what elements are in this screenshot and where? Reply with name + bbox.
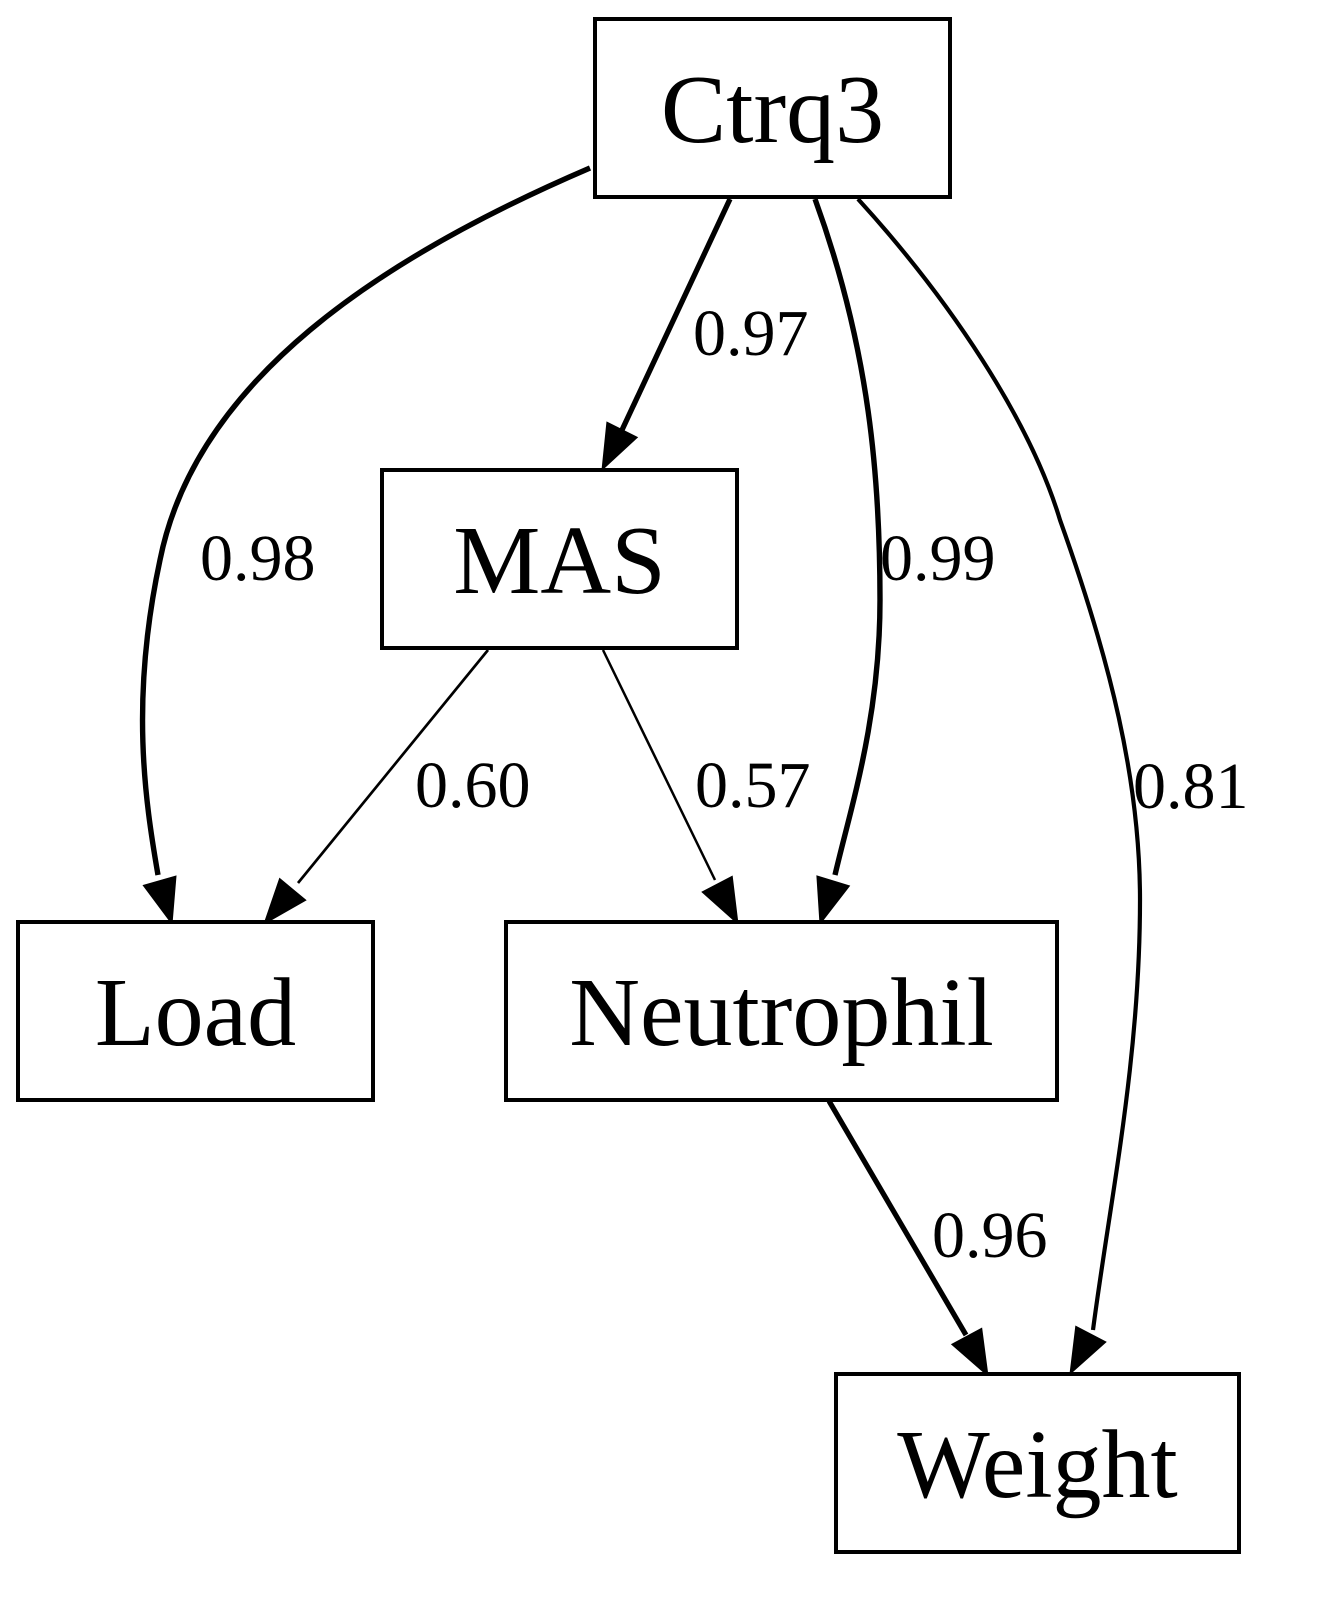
node-box bbox=[380, 468, 739, 650]
arrowhead-icon bbox=[601, 421, 639, 472]
node-neutrophil: Neutrophil bbox=[504, 920, 1059, 1102]
node-box bbox=[834, 1372, 1241, 1554]
edge-neutrophil-weight bbox=[826, 1099, 989, 1378]
edge-labels-layer: 0.97 0.98 0.99 0.81 0.60 0.57 0.96 bbox=[200, 297, 1249, 1272]
node-mas: MAS bbox=[380, 468, 739, 650]
edges-layer bbox=[139, 165, 1143, 1378]
node-box bbox=[504, 920, 1059, 1102]
edge-label-neutrophil-weight: 0.96 bbox=[932, 1199, 1048, 1272]
arrowhead-icon bbox=[816, 875, 851, 926]
edge-label-ctrq3-neutrophil: 0.99 bbox=[880, 522, 996, 595]
node-box bbox=[16, 920, 375, 1102]
node-label: Neutrophil bbox=[569, 959, 994, 1067]
edge-label-ctrq3-weight: 0.81 bbox=[1133, 750, 1249, 823]
edge-ctrq3-load bbox=[139, 165, 592, 926]
edge-line bbox=[856, 197, 1143, 1331]
edge-label-mas-neutrophil: 0.57 bbox=[695, 749, 811, 822]
edge-label-ctrq3-mas: 0.97 bbox=[693, 297, 809, 370]
edge-line bbox=[139, 165, 592, 876]
node-weight: Weight bbox=[834, 1372, 1241, 1554]
edge-mas-neutrophil bbox=[601, 649, 739, 926]
node-label: MAS bbox=[453, 507, 665, 615]
node-label: Ctrq3 bbox=[661, 56, 884, 164]
edge-line bbox=[812, 198, 883, 876]
edge-label-ctrq3-load: 0.98 bbox=[200, 522, 316, 595]
edge-line bbox=[601, 649, 717, 881]
edge-line bbox=[826, 1099, 969, 1337]
node-label: Weight bbox=[897, 1411, 1178, 1519]
arrowhead-icon bbox=[701, 875, 739, 926]
arrowhead-icon bbox=[142, 875, 177, 926]
edge-ctrq3-neutrophil bbox=[812, 198, 883, 926]
edge-label-mas-load: 0.60 bbox=[415, 749, 531, 822]
node-label: Load bbox=[95, 959, 296, 1067]
edge-mas-load bbox=[263, 649, 490, 926]
edge-ctrq3-mas bbox=[601, 197, 733, 472]
edge-line bbox=[619, 197, 733, 432]
node-ctrq3: Ctrq3 bbox=[593, 17, 952, 199]
arrowhead-icon bbox=[263, 877, 307, 926]
arrowhead-icon bbox=[950, 1327, 989, 1378]
edge-line bbox=[296, 649, 490, 884]
arrowhead-icon bbox=[1069, 1325, 1107, 1376]
node-load: Load bbox=[16, 920, 375, 1102]
edge-ctrq3-weight bbox=[856, 197, 1143, 1376]
node-box bbox=[593, 17, 952, 199]
